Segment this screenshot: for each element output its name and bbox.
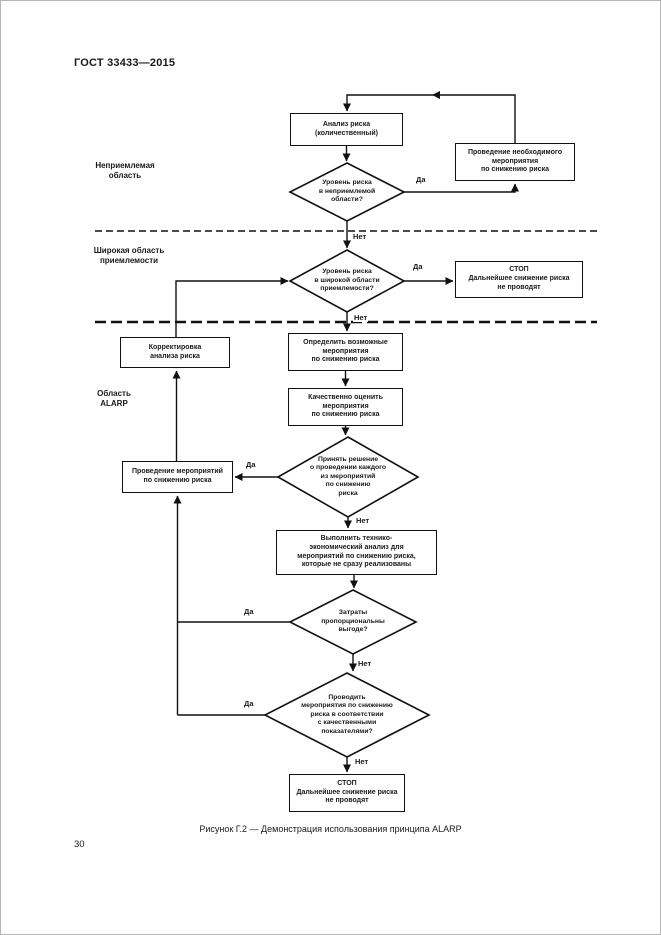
node-stop-bottom: СТОП Дальнейшее снижение риска не провод… xyxy=(289,774,405,812)
edge-label-no-3: Нет xyxy=(355,516,371,525)
node-adjust-analysis: Корректировка анализа риска xyxy=(120,337,230,368)
edge-label-yes-2: Да xyxy=(412,262,424,271)
decision-qualitative-shape xyxy=(263,672,431,758)
node-identify-measures: Определить возможные мероприятия по сниж… xyxy=(288,333,403,371)
feedback-direction-arrow xyxy=(432,91,440,99)
decision-decide-each-shape xyxy=(276,436,420,518)
edge-label-no-4: Нет xyxy=(357,659,373,668)
decision-cost-benefit-shape xyxy=(288,589,418,655)
node-risk-analysis: Анализ риска (количественный) xyxy=(290,113,403,146)
region-label-broad-acceptability: Широкая область приемлемости xyxy=(93,246,165,265)
node-tech-econ-analysis: Выполнить технико- экономический анализ … xyxy=(276,530,437,575)
region-label-alarp: Область ALARP xyxy=(97,389,131,408)
edge-label-yes-5: Да xyxy=(243,699,255,708)
edge-label-yes-1: Да xyxy=(415,175,427,184)
edge-label-no-1: Нет xyxy=(352,232,368,241)
edge-d1-yes xyxy=(404,183,519,193)
node-stop-top: СТОП Дальнейшее снижение риска не провод… xyxy=(455,261,583,298)
figure-caption: Рисунок Г.2 — Демонстрация использования… xyxy=(199,824,462,834)
decision-broad-shape xyxy=(288,249,406,313)
edge-adjust-to-d2 xyxy=(175,277,289,337)
edge-feedback-top xyxy=(343,94,516,143)
standard-header: ГОСТ 33433—2015 xyxy=(74,57,176,69)
node-implement-measures: Проведение мероприятий по снижению риска xyxy=(122,461,233,493)
page-number: 30 xyxy=(74,839,85,850)
edge-label-yes-4: Да xyxy=(243,607,255,616)
decision-unacceptable-shape xyxy=(288,162,406,222)
edge-label-yes-3: Да xyxy=(245,460,257,469)
edge-label-no-5: Нет xyxy=(354,757,370,766)
edge-label-no-2: Нет xyxy=(353,313,369,322)
node-qualitative-assess: Качественно оценить мероприятия по сниже… xyxy=(288,388,403,426)
region-label-unacceptable: Неприемлемая область xyxy=(95,161,155,180)
node-necessary-measure: Проведение необходимого мероприятия по с… xyxy=(455,143,575,181)
